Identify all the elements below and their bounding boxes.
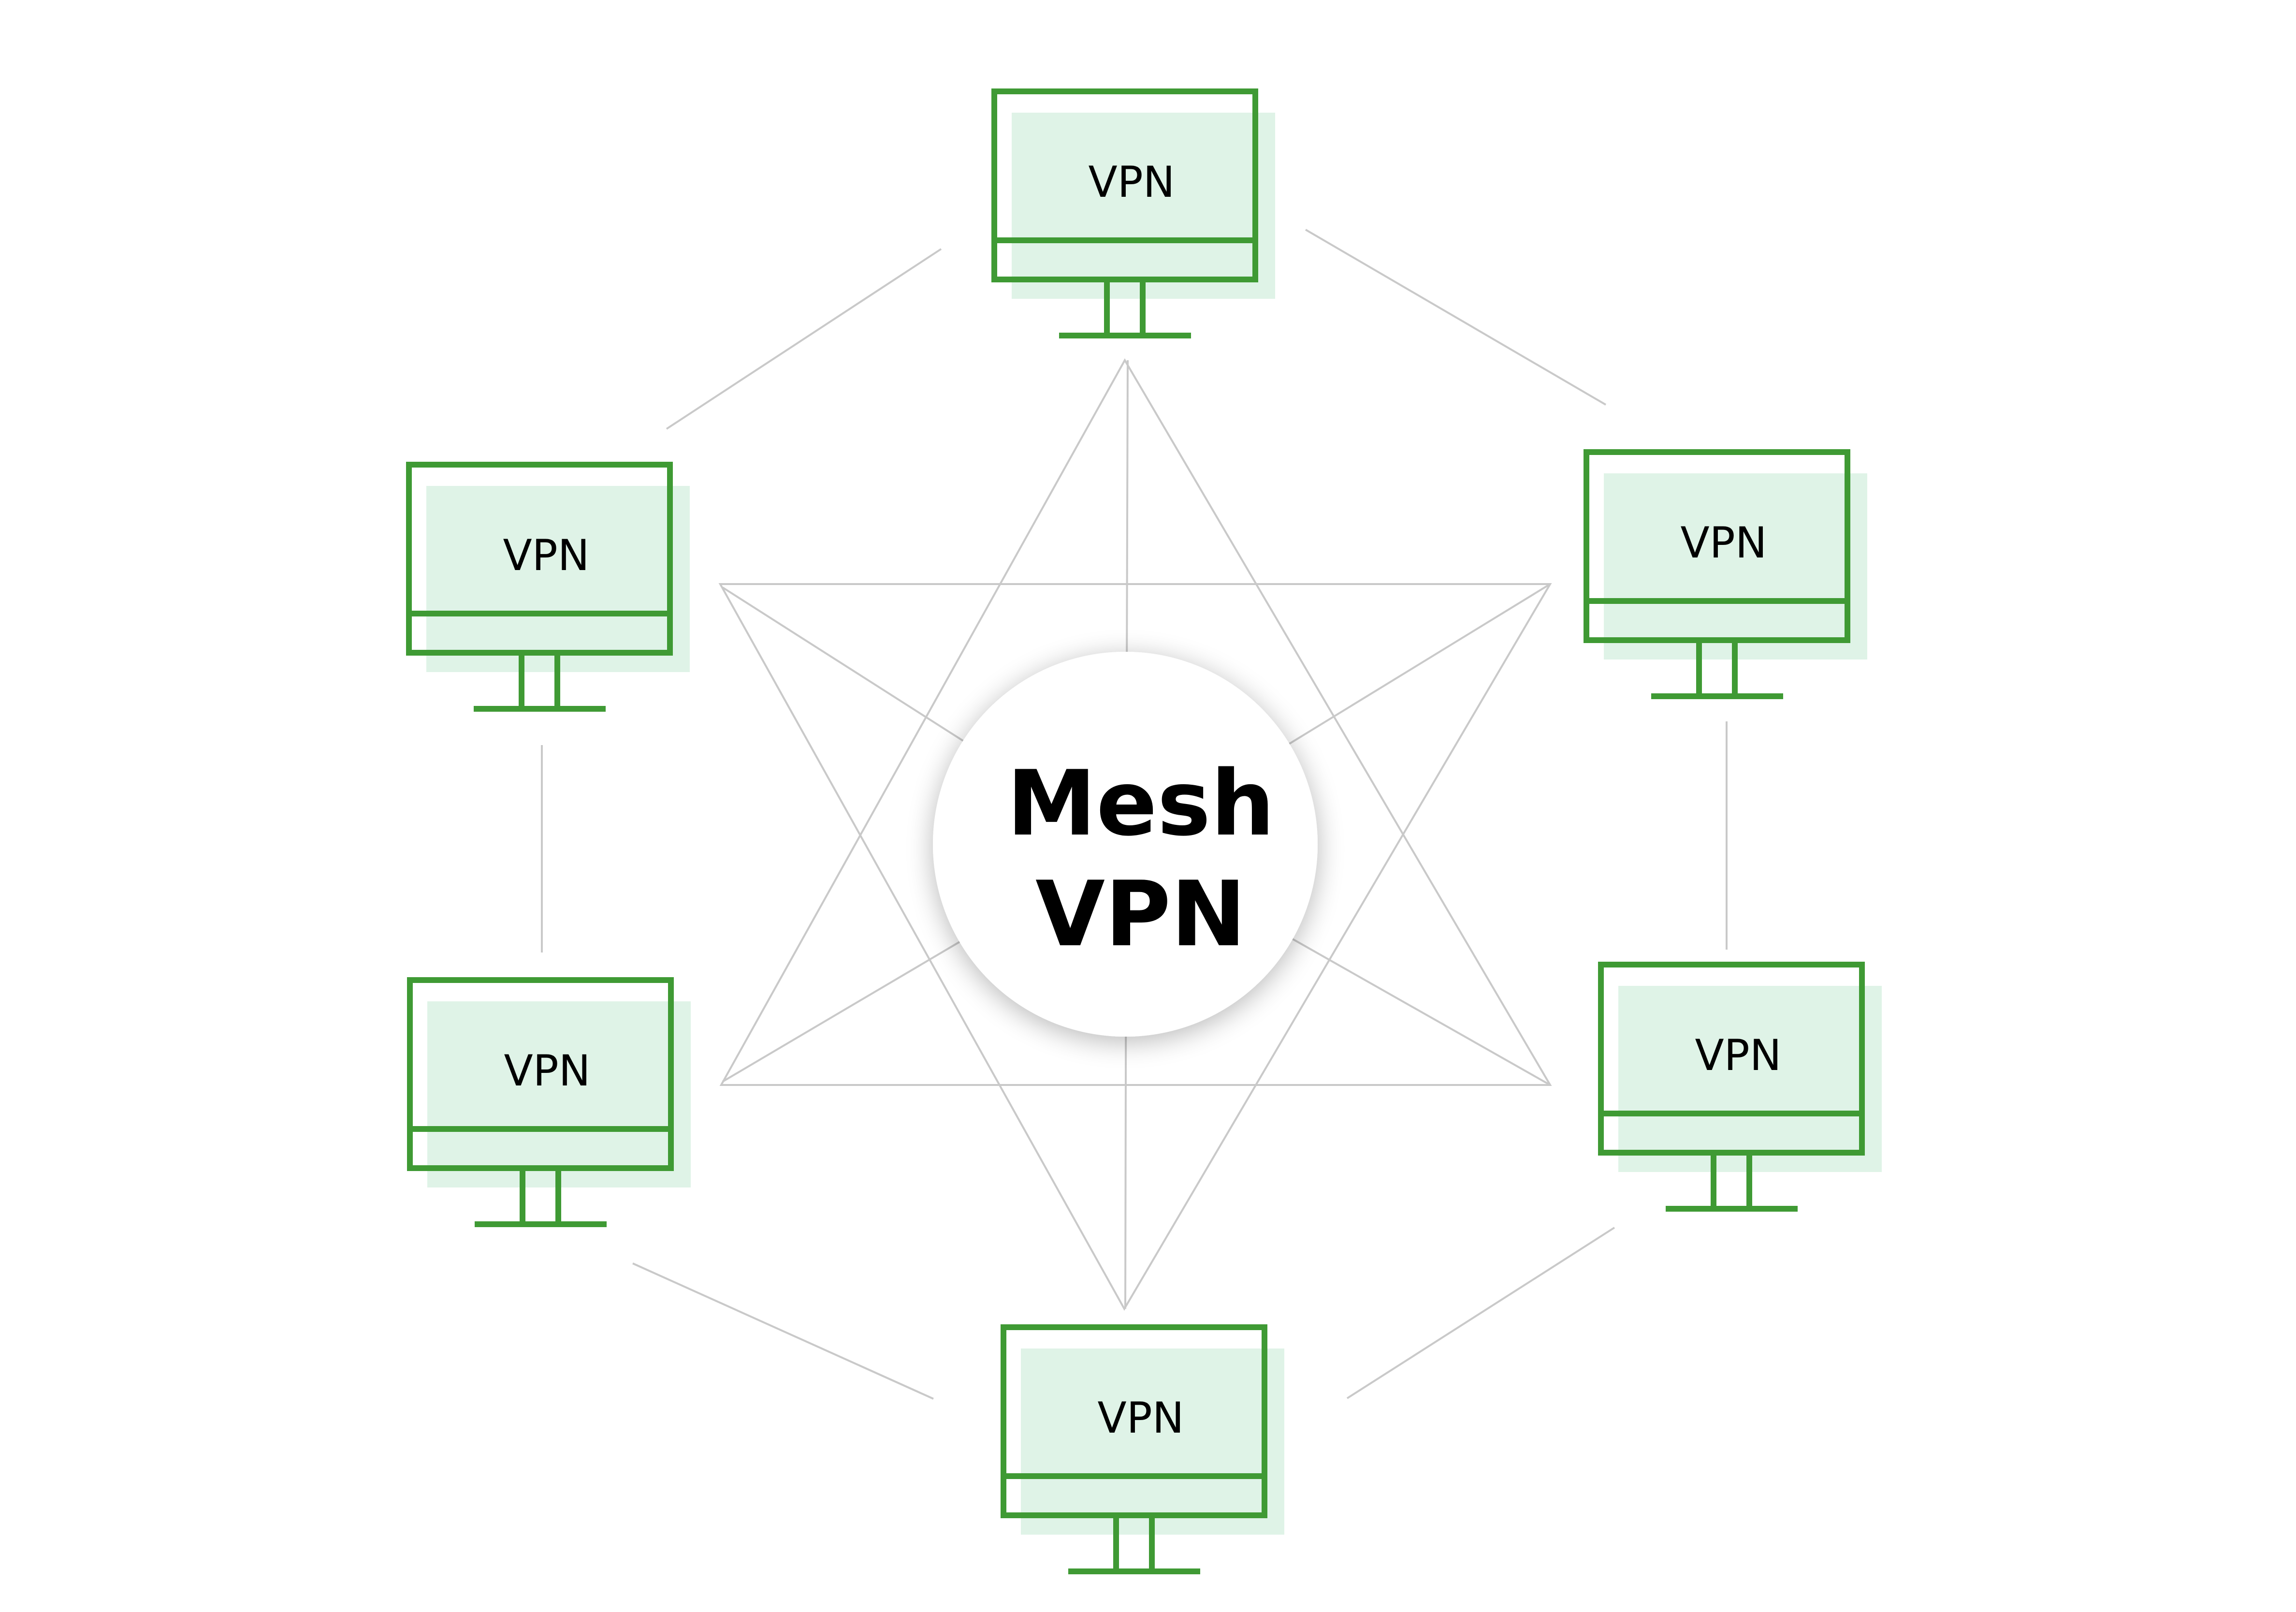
monitor-screen-frame <box>1001 1324 1267 1518</box>
monitor-stand-leg-right <box>1746 1153 1752 1209</box>
vpn-node-bottom-right: VPN <box>1598 962 1882 1212</box>
monitor-shadow-fill <box>427 1001 691 1187</box>
vpn-node-bottom: VPN <box>1001 1324 1284 1574</box>
monitor-stand-base <box>475 1221 607 1227</box>
vpn-node-label: VPN <box>504 1046 590 1096</box>
monitor-stand-base <box>1651 693 1783 699</box>
link-bottom-to-bottom-left <box>632 1262 934 1400</box>
vpn-nodes: VPN VPN VPN VPN VPN VPN <box>406 88 1882 1574</box>
monitor-stand-leg-right <box>1732 640 1738 697</box>
vpn-node-label: VPN <box>503 530 589 580</box>
monitor-stand-leg-right <box>555 1168 561 1225</box>
vpn-node-label: VPN <box>1088 157 1175 207</box>
monitor-stand-leg-left <box>1696 640 1702 697</box>
monitor-icon <box>406 462 690 712</box>
hub-circle <box>933 652 1318 1037</box>
monitor-icon <box>991 88 1275 338</box>
monitor-stand-leg-left <box>1113 1515 1119 1572</box>
monitor-screen-frame <box>1584 449 1850 643</box>
vpn-node-top-left: VPN <box>406 462 690 712</box>
monitor-stand-leg-left <box>1711 1153 1716 1209</box>
monitor-stand-leg-left <box>1104 279 1110 336</box>
link-top-to-top-right <box>1305 229 1607 406</box>
monitor-shadow-fill <box>1012 113 1275 299</box>
monitor-stand-leg-right <box>1140 279 1146 336</box>
hub-label-line1: Mesh <box>1007 751 1275 856</box>
monitor-stand-base <box>1068 1568 1200 1574</box>
monitor-screen-frame <box>407 977 674 1171</box>
monitor-icon <box>1584 449 1867 699</box>
monitor-stand-base <box>1059 333 1191 338</box>
hub-label-line2: VPN <box>1035 862 1246 967</box>
monitor-screen-frame <box>991 88 1258 282</box>
monitor-icon <box>1598 962 1882 1212</box>
star-triangle-down <box>718 583 1552 1311</box>
vpn-node-top: VPN <box>991 88 1275 338</box>
vpn-node-label: VPN <box>1097 1393 1184 1443</box>
vpn-node-label: VPN <box>1680 518 1767 568</box>
monitor-stand-leg-left <box>519 653 524 709</box>
monitor-icon <box>407 977 691 1227</box>
vpn-node-label: VPN <box>1695 1030 1781 1080</box>
vpn-node-bottom-left: VPN <box>407 977 691 1227</box>
monitor-shadow-fill <box>1021 1348 1284 1535</box>
monitor-shadow-fill <box>1604 473 1867 659</box>
monitor-screen-frame <box>1598 962 1865 1156</box>
monitor-stand-leg-right <box>554 653 560 709</box>
ring-links <box>541 229 1728 1400</box>
link-bottom-right-to-bottom <box>1346 1227 1615 1399</box>
monitor-stand-leg-right <box>1149 1515 1155 1572</box>
link-top-left-to-top <box>666 248 942 430</box>
monitor-stand-base <box>1666 1206 1798 1212</box>
monitor-shadow-fill <box>1618 986 1882 1172</box>
vpn-node-top-right: VPN <box>1584 449 1867 699</box>
monitor-screen-frame <box>406 462 673 656</box>
star-triangle-up <box>719 358 1552 1086</box>
monitor-icon <box>1001 1324 1284 1574</box>
monitor-shadow-fill <box>426 486 690 672</box>
hub: Mesh VPN <box>933 652 1318 1037</box>
monitor-stand-leg-left <box>520 1168 525 1225</box>
monitor-stand-base <box>474 706 606 712</box>
